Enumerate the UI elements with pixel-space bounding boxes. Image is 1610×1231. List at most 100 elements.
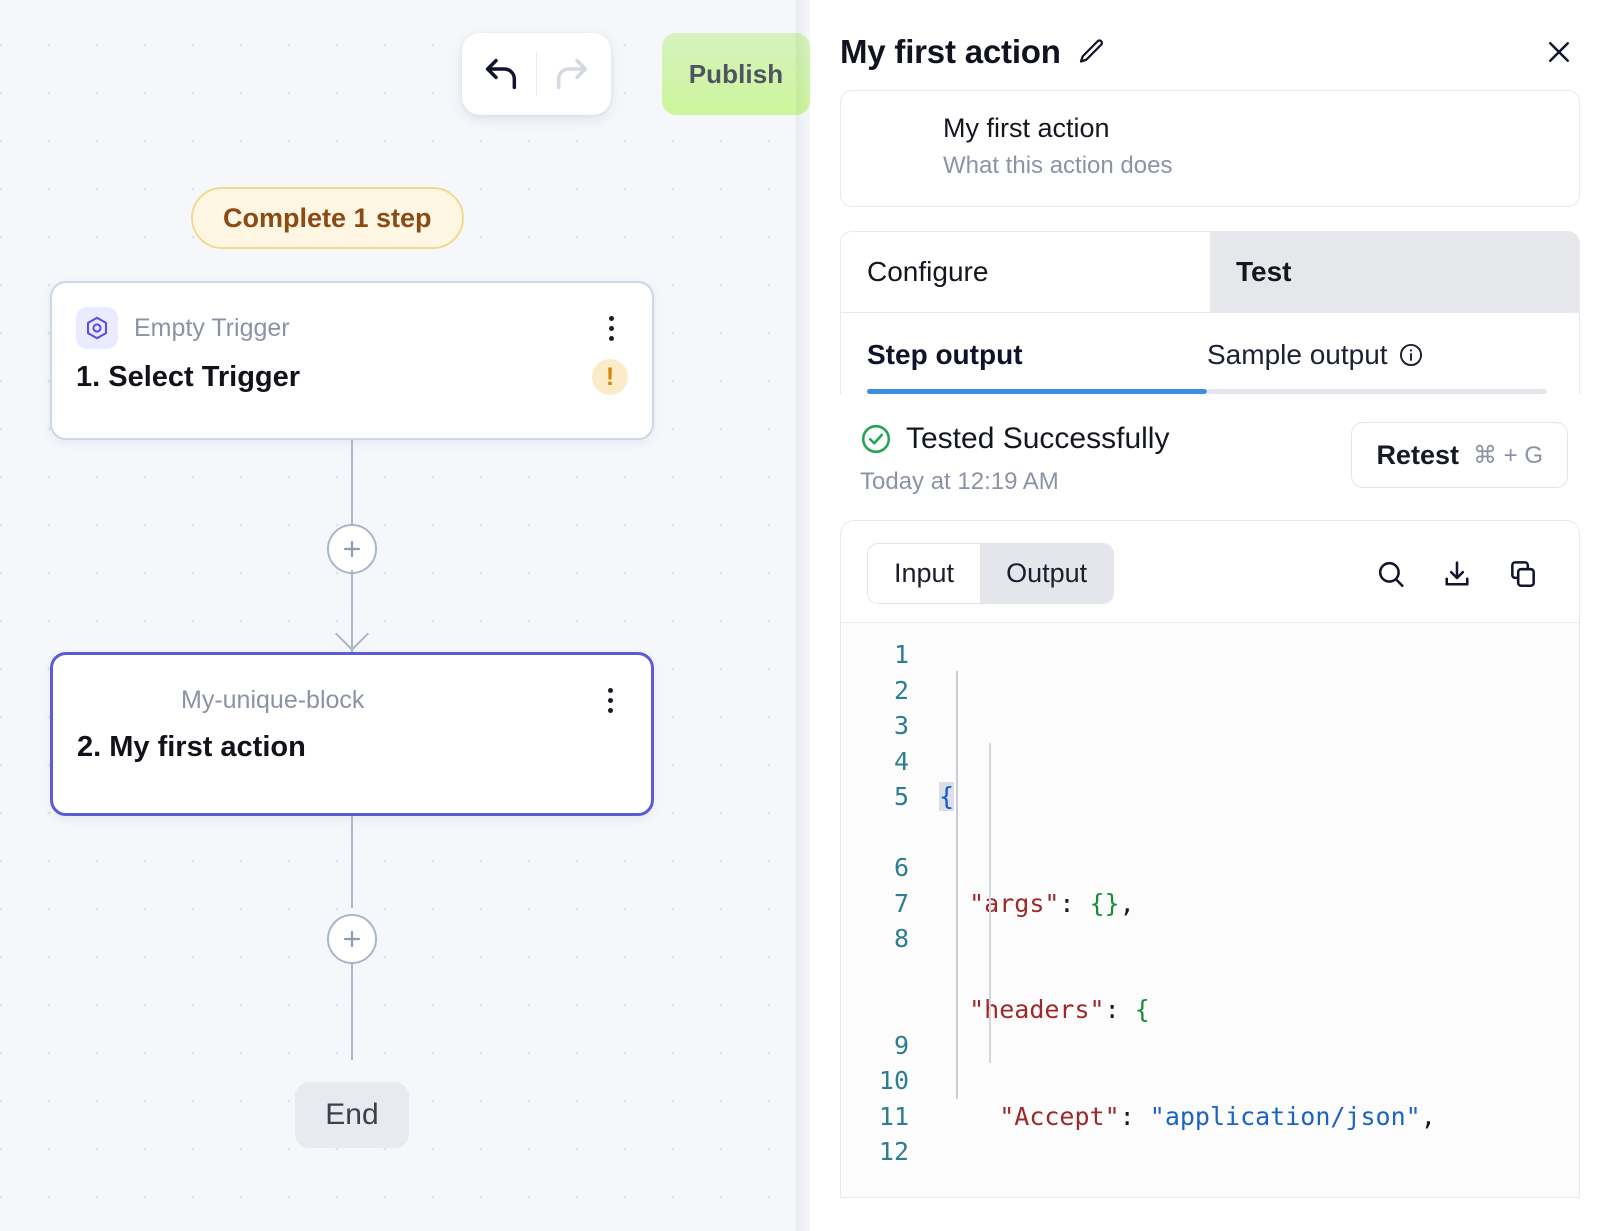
subtab-step-output-label: Step output [867,339,1023,370]
toggle-input[interactable]: Input [868,544,980,603]
info-icon[interactable] [1398,342,1424,368]
subtab-sample-output-label: Sample output [1207,339,1388,370]
kebab-menu-icon[interactable] [594,308,628,348]
line-number: 11 [878,1101,909,1131]
retest-button[interactable]: Retest ⌘ + G [1351,422,1568,488]
node-select-trigger[interactable]: Empty Trigger 1. Select Trigger ! [50,281,654,440]
plus-icon [343,540,361,558]
plus-icon [343,930,361,948]
connector-line [351,964,353,1060]
page-title: My first action [840,33,1061,70]
edit-name-button[interactable] [1076,37,1106,67]
search-button[interactable] [1375,558,1407,590]
line-number: 2 [893,675,909,705]
line-number: 5 [893,782,909,811]
indent-guide [989,743,991,1063]
redo-arrow-icon [556,58,588,90]
publish-button[interactable]: Publish [662,33,810,115]
workflow-canvas[interactable]: Publish Complete 1 step Empty Trigger 1.… [0,0,810,1231]
download-button[interactable] [1441,558,1473,590]
code-line-2: "args": {}, [969,888,1135,918]
node-header: Empty Trigger [52,283,652,353]
indent-guide [956,671,958,1099]
close-icon [1549,42,1569,62]
node-footer: 2. My first action [53,725,651,764]
node-title: 2. My first action [77,731,306,763]
code-line-4: "Accept": "application/json", [999,1101,1436,1131]
tab-configure[interactable]: Configure [841,232,1210,312]
node-header: My-unique-block [53,655,651,725]
connector-arrowhead-icon [335,617,369,651]
status-badge: Tested Successfully [906,422,1170,455]
line-number: 4 [893,746,909,776]
search-icon [1378,561,1404,587]
node-title: 1. Select Trigger [76,360,301,393]
connector-line [351,570,353,652]
test-timestamp: Today at 12:19 AM [860,468,1059,495]
panel-divider [796,0,810,1231]
line-number: 3 [893,711,909,740]
code-line-3: "headers": { [969,995,1150,1024]
tab-test[interactable]: Test [1210,232,1579,312]
code-tool-buttons [1375,558,1553,590]
line-number: 1 [893,640,909,669]
add-step-button-2[interactable] [327,914,377,964]
line-number: 7 [893,888,909,918]
test-status-line: Tested Successfully [860,422,1169,456]
toggle-output[interactable]: Output [980,544,1114,603]
node-my-first-action[interactable]: My-unique-block 2. My first action [50,652,654,816]
subtab-sample-output[interactable]: Sample output [1207,313,1547,389]
kebab-menu-icon[interactable] [593,680,627,720]
action-description: What this action does [943,152,1173,179]
panel-tabs: Configure Test [841,232,1579,312]
line-number: 12 [878,1137,909,1166]
action-name: My first action [943,113,1110,143]
subtab-inactive-underline [1207,389,1547,394]
close-panel-button[interactable] [1538,31,1580,73]
panel-tabs-card: Configure Test Step output Sample output [840,231,1580,394]
copy-button[interactable] [1507,558,1539,590]
line-number: 6 [893,853,909,882]
node-subtitle: My-unique-block [181,685,365,714]
retest-label: Retest [1376,439,1459,470]
toolbar-divider [536,52,537,96]
connector-line [351,440,353,528]
code-line-1: { [939,782,955,811]
subtab-active-underline [867,389,1207,394]
line-number: 9 [893,1030,909,1060]
code-toolbar: Input Output [841,521,1579,622]
undo-arrow-icon [485,58,517,90]
panel-header: My first action [840,0,1580,78]
test-status-block: Tested Successfully Today at 12:19 AM [860,422,1169,496]
test-status-row: Tested Successfully Today at 12:19 AM Re… [840,394,1580,496]
code-viewer-card: Input Output [840,520,1580,1198]
panel-subtabs: Step output Sample output [841,312,1579,389]
line-number-gutter: 1 2 3 4 5 6 7 8 9 10 11 12 [841,623,923,1197]
download-icon [1445,560,1469,586]
complete-step-pill[interactable]: Complete 1 step [191,187,464,249]
retest-shortcut: ⌘ + G [1472,441,1543,469]
redo-button[interactable] [537,33,607,115]
copy-icon [1511,560,1535,587]
action-description-card[interactable]: My first action What this action does [840,90,1580,207]
input-output-toggle: Input Output [867,543,1115,604]
add-step-button-1[interactable] [327,524,377,574]
warning-badge[interactable]: ! [592,359,628,395]
hexagon-trigger-icon [76,307,118,349]
undo-button[interactable] [466,33,536,115]
node-subtitle: Empty Trigger [134,313,290,342]
check-circle-icon [861,424,891,454]
line-number: 8 [893,924,909,953]
canvas-toolbar: Publish [462,33,810,115]
json-code-editor[interactable]: 1 2 3 4 5 6 7 8 9 10 11 12 [841,622,1579,1197]
code-content[interactable]: { "args": {}, "headers": { "Accept": "ap… [923,623,1579,1197]
pencil-icon [1079,39,1103,63]
subtab-step-output[interactable]: Step output [867,313,1207,389]
node-footer: 1. Select Trigger ! [52,353,652,395]
end-node: End [295,1082,409,1148]
connector-line [351,816,353,908]
step-detail-panel: My first action My first action What thi… [810,0,1610,1231]
subtab-indicator [841,389,1579,394]
line-number: 10 [878,1066,909,1095]
